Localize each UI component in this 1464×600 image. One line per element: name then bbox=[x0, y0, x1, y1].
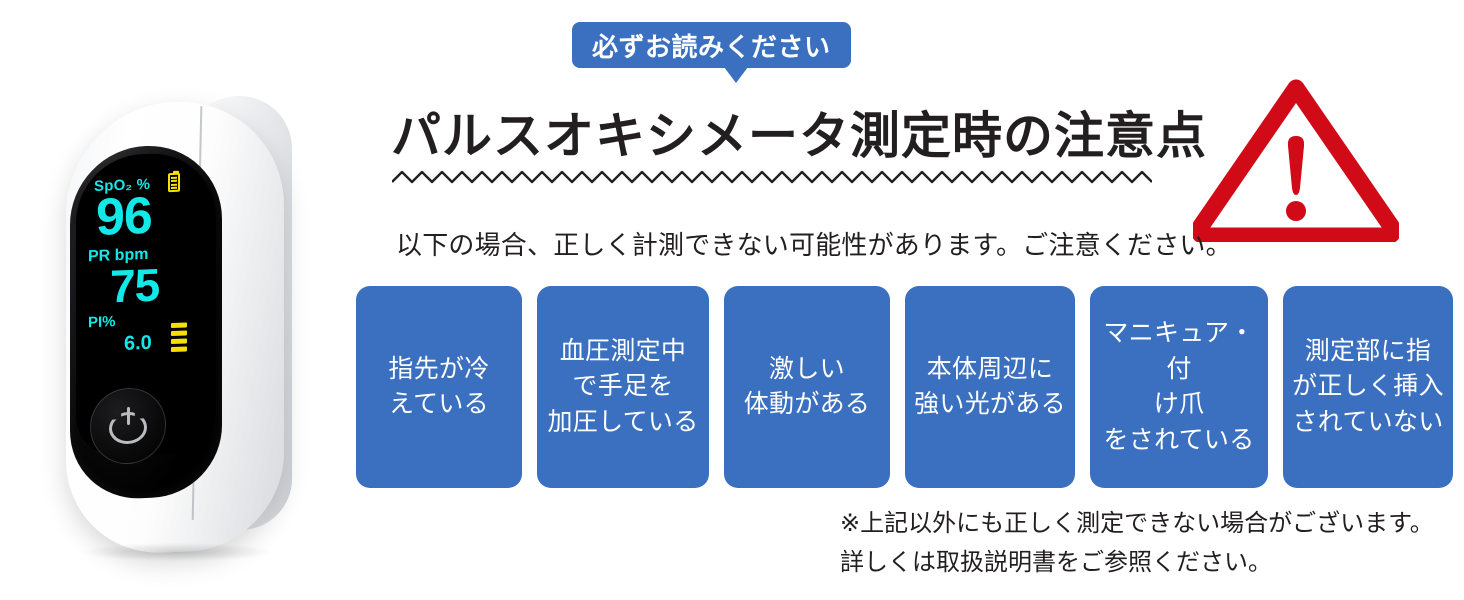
must-read-banner: 必ずお読みください bbox=[572, 22, 851, 68]
caution-card-label: 指先が冷 えている bbox=[388, 354, 490, 419]
caution-card-label: 測定部に指 が正しく挿入 されていない bbox=[1292, 336, 1444, 436]
caution-card[interactable]: 本体周辺に 強い光がある bbox=[905, 286, 1075, 488]
caution-card-label: マニキュア・付 け爪 をされている bbox=[1103, 319, 1255, 454]
pr-value: 75 bbox=[110, 258, 160, 313]
caution-card[interactable]: 指先が冷 えている bbox=[356, 286, 522, 488]
caution-card[interactable]: 測定部に指 が正しく挿入 されていない bbox=[1283, 286, 1453, 488]
caution-card-label: 激しい 体動がある bbox=[743, 354, 871, 419]
title-zigzag-underline bbox=[392, 170, 1152, 184]
caution-card[interactable]: 激しい 体動がある bbox=[724, 286, 890, 488]
pulse-oximeter-device: SpO₂ % 96 PR bpm 75 PI% 6.0 bbox=[28, 88, 328, 600]
caution-card[interactable]: マニキュア・付 け爪 をされている bbox=[1090, 286, 1268, 488]
caution-card-label: 血圧測定中 で手足を 加圧している bbox=[547, 336, 699, 436]
footer-line-1: ※上記以外にも正しく測定できない場合がございます。 bbox=[840, 510, 1434, 537]
spo2-value: 96 bbox=[96, 186, 152, 247]
must-read-banner-tail bbox=[724, 67, 748, 83]
subtitle: 以下の場合、正しく計測できない可能性があります。ご注意ください。 bbox=[396, 230, 1232, 260]
caution-card-label: 本体周辺に 強い光がある bbox=[914, 354, 1066, 419]
footer-line-2: 詳しくは取扱説明書をご参照ください。 bbox=[840, 548, 1272, 576]
power-icon bbox=[109, 405, 149, 447]
signal-bars-icon bbox=[171, 322, 187, 355]
pi-value: 6.0 bbox=[124, 331, 152, 355]
warning-triangle-icon bbox=[1193, 79, 1399, 242]
battery-full-icon bbox=[168, 172, 180, 193]
must-read-banner-label: 必ずお読みください bbox=[592, 31, 831, 62]
footer-note: ※上記以外にも正しく測定できない場合がございます。 詳しくは取扱説明書をご参照く… bbox=[840, 505, 1434, 583]
caution-card-list: 指先が冷 えている 血圧測定中 で手足を 加圧している 激しい 体動がある 本体… bbox=[356, 286, 1456, 488]
page-title: パルスオキシメータ測定時の注意点 bbox=[391, 108, 1207, 164]
caution-card[interactable]: 血圧測定中 で手足を 加圧している bbox=[537, 286, 709, 488]
device-drop-shadow bbox=[82, 543, 272, 561]
pi-label: PI% bbox=[88, 313, 116, 332]
